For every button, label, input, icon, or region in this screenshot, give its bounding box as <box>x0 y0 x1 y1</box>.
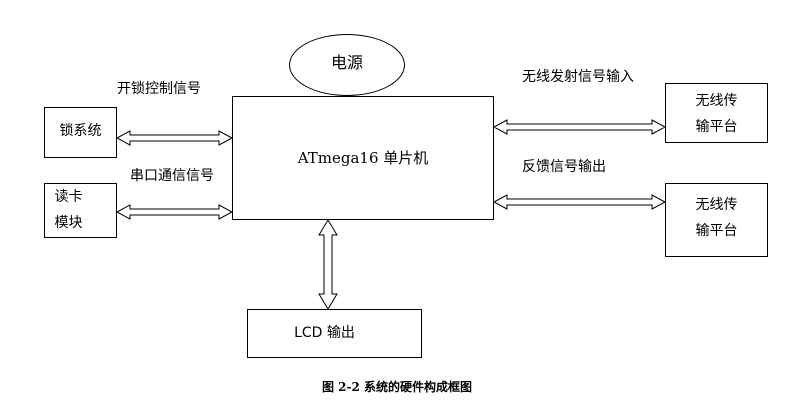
power-node: 电源 <box>289 34 405 96</box>
wireless-tx-label: 无线发射信号输入 <box>522 69 634 85</box>
unlock-control-label: 开锁控制信号 <box>117 81 201 97</box>
mcu-label: ATmega16 单片机 <box>297 149 429 167</box>
wireless-bottom-block: 无线传 输平台 <box>665 183 768 257</box>
card-reader-label: 读卡 模块 <box>54 189 83 231</box>
arrow-mcu-lcd <box>318 219 338 310</box>
figure-caption: 图 2-2 系统的硬件构成框图 <box>322 380 473 394</box>
arrow-mcu-wireless-top <box>492 119 667 135</box>
lcd-label: LCD 输出 <box>294 325 355 341</box>
power-label: 电源 <box>330 53 363 72</box>
lock-system-block: 锁系统 <box>44 107 117 158</box>
mcu-block: ATmega16 单片机 <box>232 96 494 220</box>
arrow-card-mcu <box>115 204 234 220</box>
wireless-bottom-label: 无线传 输平台 <box>695 197 738 239</box>
arrow-lock-mcu <box>115 130 234 146</box>
serial-comm-label: 串口通信信号 <box>130 168 214 184</box>
lock-system-label: 锁系统 <box>59 123 102 139</box>
wireless-top-label: 无线传 输平台 <box>695 93 738 135</box>
card-reader-block: 读卡 模块 <box>44 183 117 238</box>
feedback-out-label: 反馈信号输出 <box>522 159 606 175</box>
arrow-mcu-wireless-bottom <box>492 194 667 210</box>
wireless-top-block: 无线传 输平台 <box>665 83 768 143</box>
lcd-block: LCD 输出 <box>247 309 422 358</box>
